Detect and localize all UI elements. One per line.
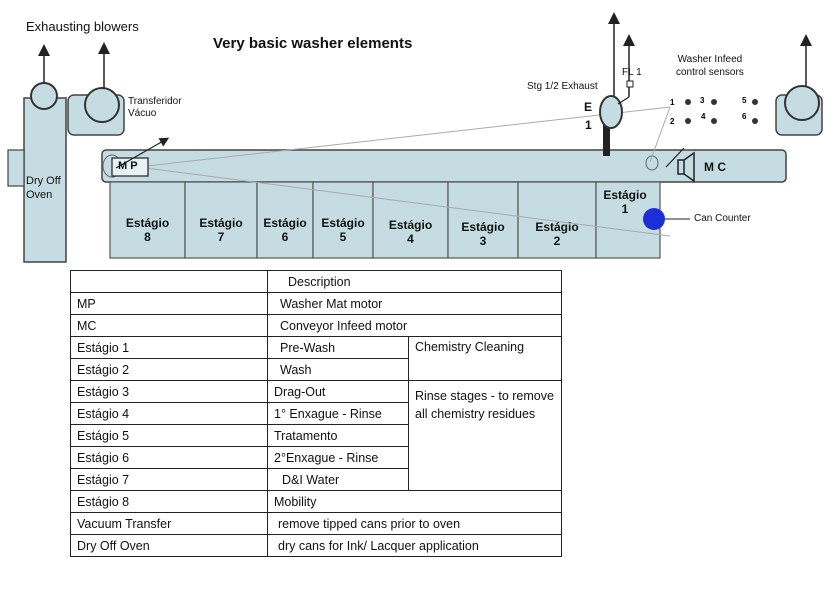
table-cell: Tratamento	[267, 424, 409, 447]
fl1-label: FL 1	[622, 67, 642, 78]
transferidor-label: Transferidor Vácuo	[128, 96, 182, 120]
table-cell: remove tipped cans prior to oven	[267, 512, 562, 535]
table-cell: Estágio 1	[70, 336, 268, 359]
dry-off-line1: Dry Off	[26, 175, 61, 187]
table-cell: Estágio 2	[70, 358, 268, 381]
transferidor-line1: Transferidor	[128, 96, 182, 107]
table-cell: MC	[70, 314, 268, 337]
sensor-label: 1	[670, 98, 675, 107]
table-cell: dry cans for Ink/ Lacquer application	[267, 534, 562, 557]
sensor-label: 4	[701, 112, 706, 121]
table-cell: Estágio 8	[70, 490, 268, 513]
mc-speaker-icon	[677, 151, 695, 183]
table-cell: Wash	[267, 358, 409, 381]
table-cell: Estágio 5	[70, 424, 268, 447]
exhausting-blowers-label: Exhausting blowers	[26, 19, 139, 34]
table-row: Estágio 1 Pre-Wash Chemistry Cleaning	[70, 336, 562, 381]
table-cell: Pre-Wash	[267, 336, 409, 359]
right-blower	[784, 85, 820, 121]
table-cell: Estágio 4	[70, 402, 268, 425]
description-table: Description MP Washer Mat motor MC Conve…	[70, 270, 562, 557]
can-counter-label: Can Counter	[694, 213, 751, 224]
table-cell: Dry Off Oven	[70, 534, 268, 557]
table-cell	[70, 270, 268, 293]
table-cell: Estágio 3	[70, 380, 268, 403]
infeed-sensors	[685, 99, 758, 124]
dry-off-oven-side	[7, 149, 25, 187]
transferidor-line2: Vácuo	[128, 108, 157, 119]
can-counter-dot	[643, 208, 665, 230]
table-cell: Estágio 6	[70, 446, 268, 469]
dry-off-oven	[23, 97, 67, 263]
sensor-label: 6	[742, 112, 747, 121]
sensor-label: 3	[700, 96, 705, 105]
table-cell: Conveyor Infeed motor	[267, 314, 562, 337]
washer-infeed-line2: control sensors	[676, 67, 744, 78]
mp-label: M P	[118, 160, 138, 172]
table-cell: Washer Mat motor	[267, 292, 562, 315]
table-row: MP Washer Mat motor	[70, 292, 562, 315]
table-cell: 2°Enxague - Rinse	[267, 446, 409, 469]
table-row: Estágio 5 Tratamento	[70, 424, 562, 447]
stg-exhaust-label: Stg 1/2 Exhaust	[527, 81, 598, 92]
table-row: Vacuum Transfer remove tipped cans prior…	[70, 512, 562, 535]
mp-box	[111, 157, 149, 177]
table-row: Estágio 3 Drag-Out Rinse stages - to rem…	[70, 380, 562, 491]
table-row: Estágio 4 1° Enxague - Rinse	[70, 402, 562, 425]
table-row: Dry Off Oven dry cans for Ink/ Lacquer a…	[70, 534, 562, 557]
exhaust-pipe	[603, 122, 610, 156]
table-header: Description	[267, 270, 562, 293]
exhaust-1-label: 1	[585, 118, 592, 132]
vacuum-transfer-blower	[84, 87, 120, 123]
exhaust-blower	[599, 95, 623, 129]
table-row: MC Conveyor Infeed motor	[70, 314, 562, 337]
table-cell: Vacuum Transfer	[70, 512, 268, 535]
table-cell: 1° Enxague - Rinse	[267, 402, 409, 425]
rinse-stages-group: Rinse stages - to remove all chemistry r…	[408, 380, 562, 491]
table-row: Estágio 8 Mobility	[70, 490, 562, 513]
washer-infeed-line1: Washer Infeed	[677, 54, 743, 65]
table-row: Estágio 6 2°Enxague - Rinse	[70, 446, 562, 469]
sensor-label: 5	[742, 96, 747, 105]
table-row: Estágio 7 D&I Water	[70, 468, 562, 491]
washer-infeed-label: Washer Infeed control sensors	[676, 53, 744, 79]
exhaust-e-label: E	[584, 100, 593, 114]
table-cell: MP	[70, 292, 268, 315]
mc-label: M C	[704, 160, 726, 174]
table-cell: Drag-Out	[267, 380, 409, 403]
table-row: Estágio 2 Wash	[70, 358, 562, 381]
table-cell: Mobility	[267, 490, 562, 513]
stage-boxes	[109, 181, 661, 259]
table-header-row: Description	[70, 270, 562, 293]
diagram-title: Very basic washer elements	[213, 35, 413, 52]
oven-blower	[30, 82, 58, 110]
dry-off-line2: Oven	[26, 189, 53, 201]
table-cell: Estágio 7	[70, 468, 268, 491]
sensor-label: 2	[670, 117, 675, 126]
table-cell: D&I Water	[267, 468, 409, 491]
chemistry-cleaning-group: Chemistry Cleaning	[408, 336, 562, 381]
dry-off-oven-label: Dry Off Oven	[26, 174, 61, 202]
